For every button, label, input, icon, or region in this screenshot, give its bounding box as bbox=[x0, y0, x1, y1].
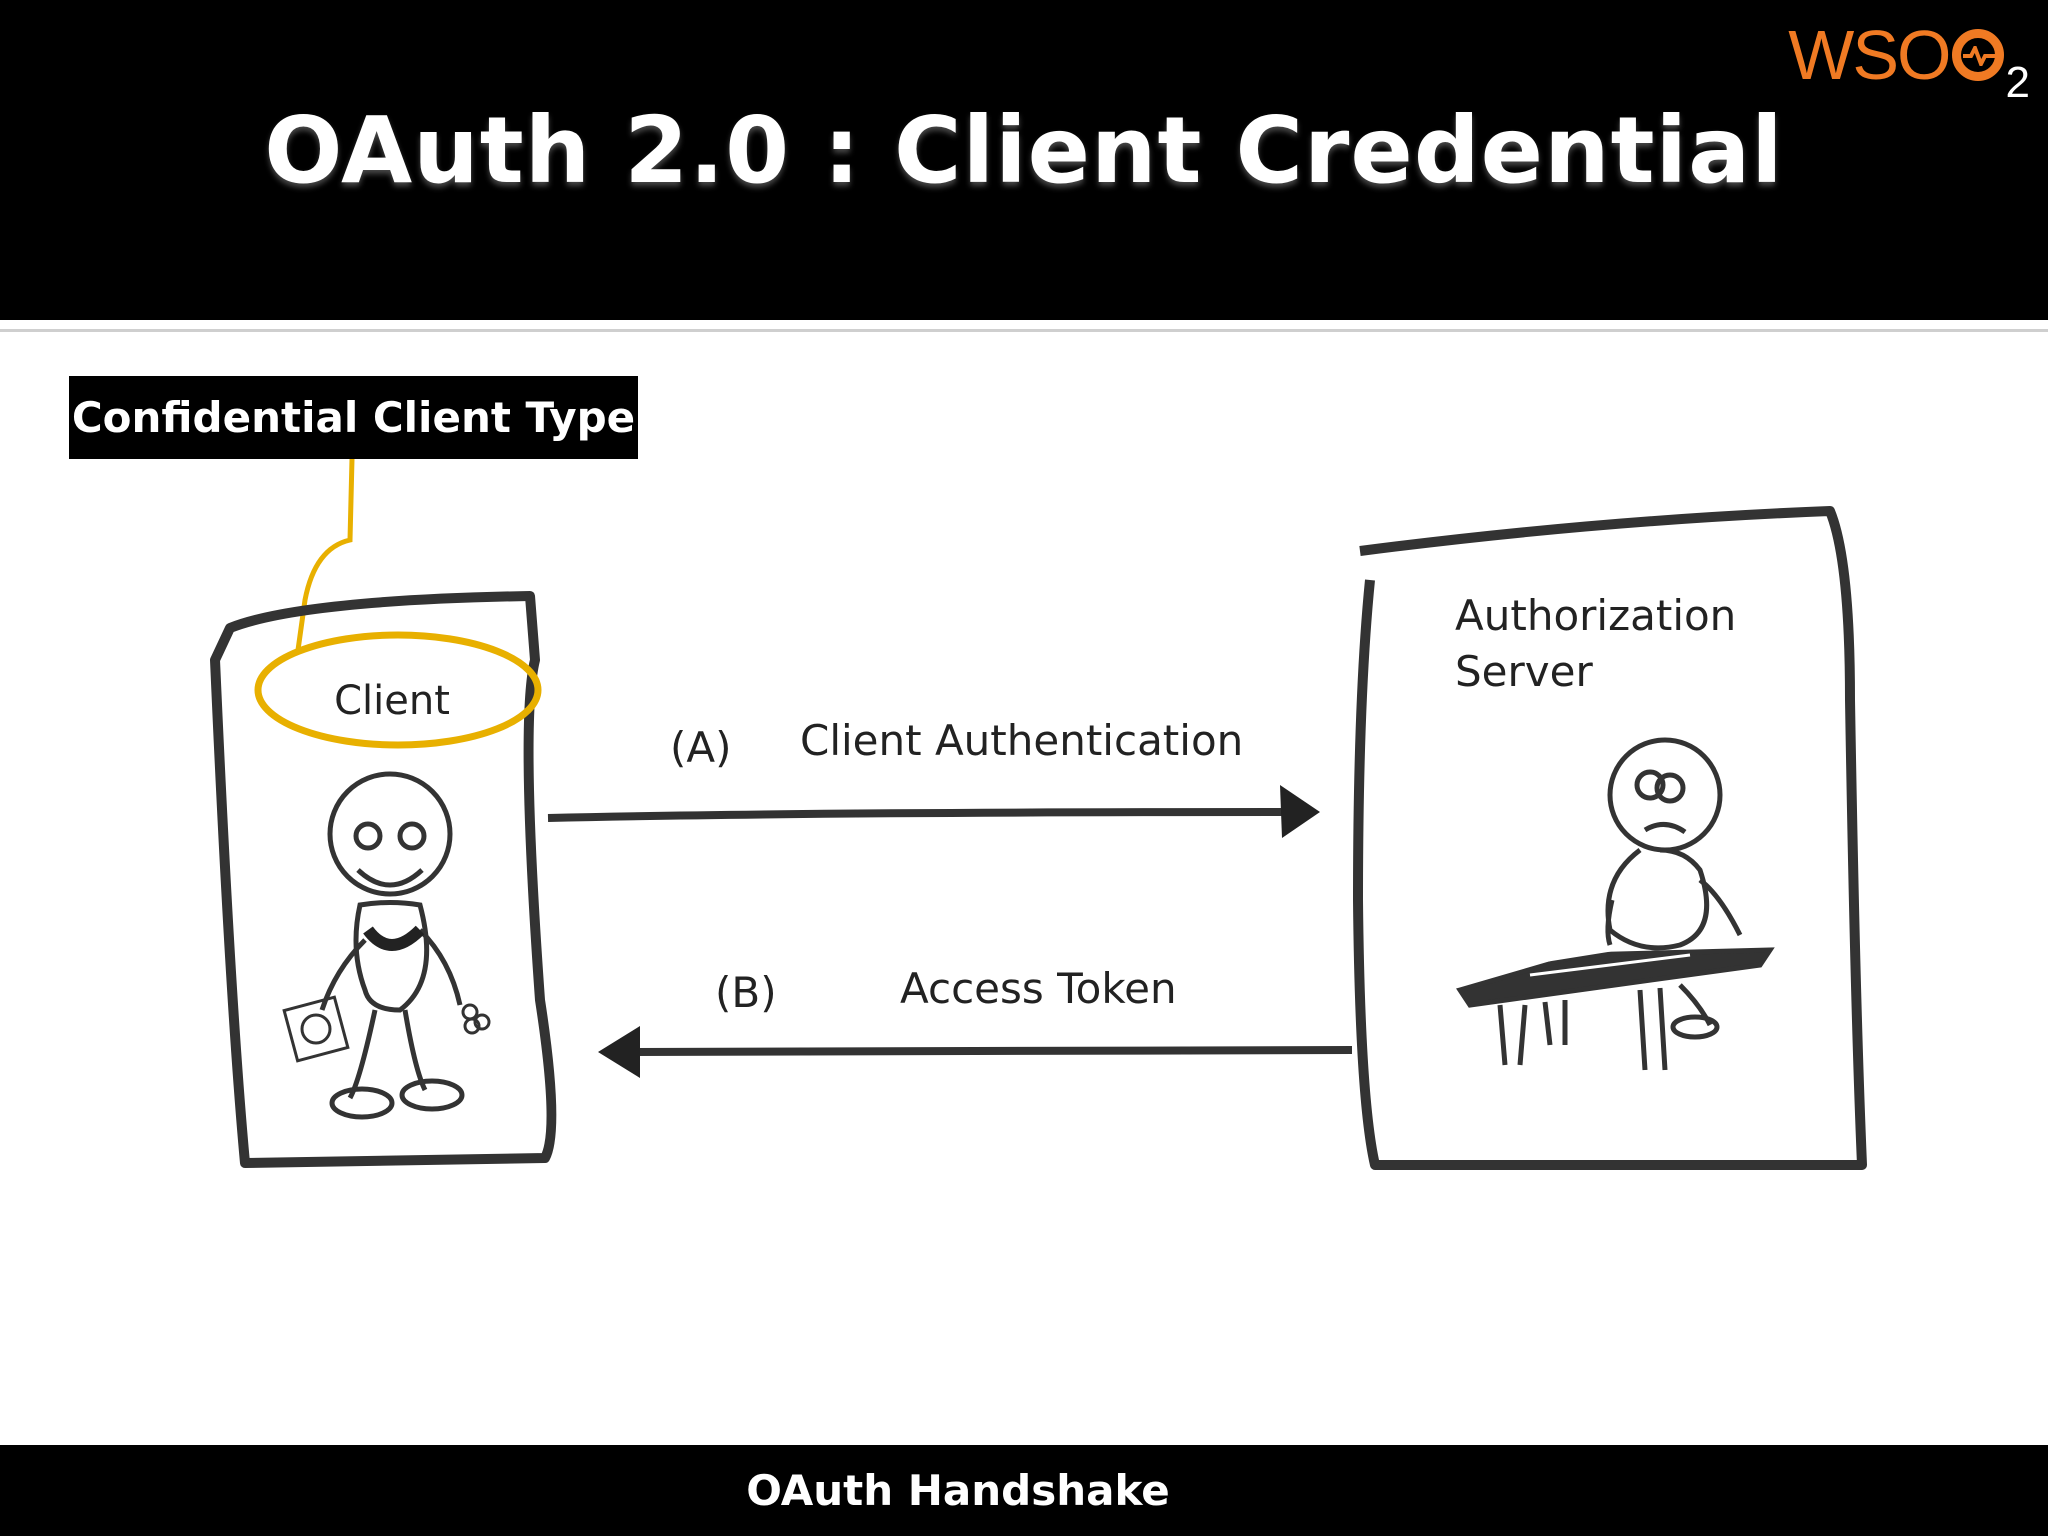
flow-b-step: (B) bbox=[715, 968, 777, 1017]
footer-title: OAuth Handshake bbox=[746, 1466, 1170, 1515]
flow-b-arrowhead-icon bbox=[598, 1026, 640, 1078]
flow-a-step: (A) bbox=[670, 723, 732, 772]
footer-bar: OAuth Handshake bbox=[0, 1445, 2048, 1536]
server-label-line2: Server bbox=[1455, 647, 1593, 696]
header-bar: OAuth 2.0 : Client Credential WSO 2 bbox=[0, 0, 2048, 320]
server-figure-icon bbox=[1456, 737, 1775, 1071]
client-highlight-ellipse bbox=[254, 631, 542, 749]
slide-title: OAuth 2.0 : Client Credential bbox=[264, 97, 1784, 204]
flow-b-arrow bbox=[619, 1046, 1353, 1056]
flow-b-label: Access Token bbox=[900, 964, 1177, 1013]
wso2-logo: WSO 2 bbox=[1788, 10, 2030, 107]
confidential-client-type-label: Confidential Client Type bbox=[69, 376, 638, 459]
flow-a-label: Client Authentication bbox=[800, 716, 1243, 765]
logo-subscript: 2 bbox=[2005, 58, 2031, 107]
flow-a-arrowhead-icon bbox=[1280, 785, 1320, 838]
client-box bbox=[210, 591, 557, 1168]
logo-text: WSO bbox=[1788, 16, 1951, 94]
callout-connector bbox=[295, 458, 355, 651]
server-label-line1: Authorization bbox=[1455, 591, 1736, 640]
logo-ring-icon bbox=[1951, 29, 2004, 81]
flow-a-arrow bbox=[547, 808, 1301, 822]
header-divider bbox=[0, 329, 2048, 332]
client-figure-icon bbox=[282, 771, 491, 1120]
authorization-server-box bbox=[1353, 506, 1867, 1170]
client-label: Client bbox=[334, 678, 450, 724]
